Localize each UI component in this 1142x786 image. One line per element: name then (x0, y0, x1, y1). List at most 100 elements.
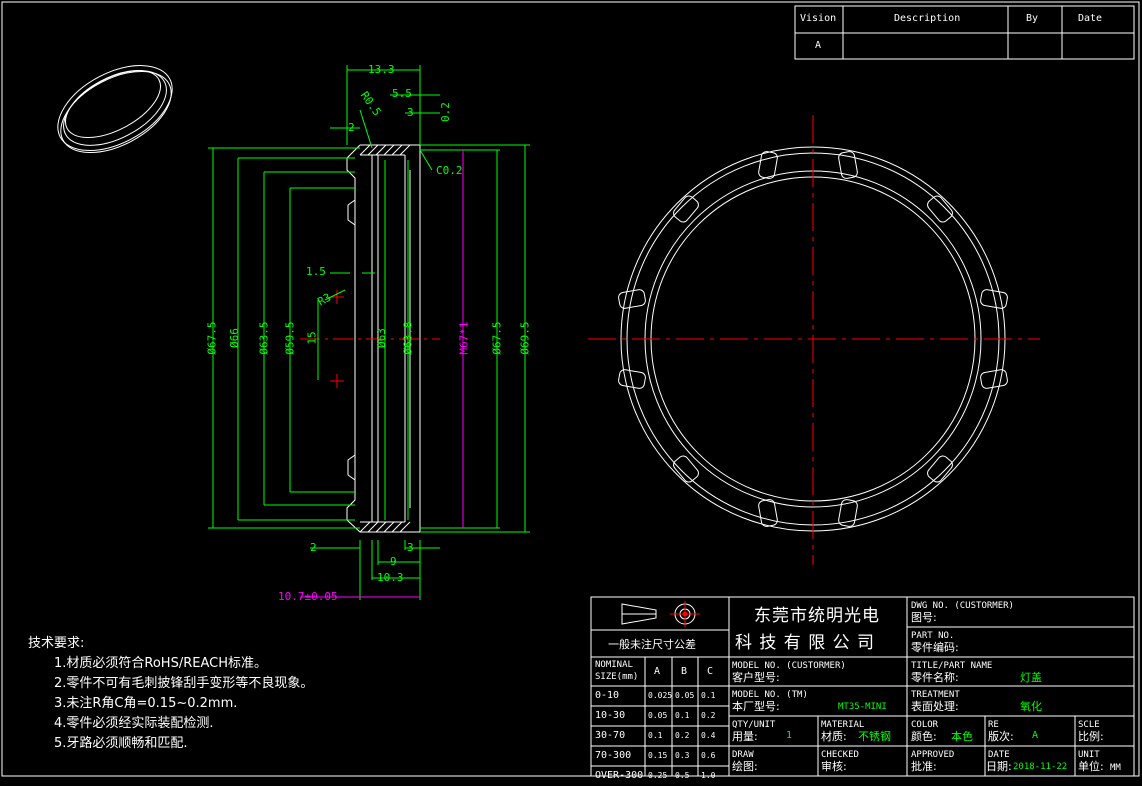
tol-row-size: 70-300 (595, 750, 632, 761)
technical-notes: 技术要求: 1.材质必须符合RoHS/REACH标准。 2.零件不可有毛刺披锋刮… (28, 634, 313, 754)
part-no-en: PART NO. (911, 631, 955, 641)
dim-dia-63-5: Ø63.5 (257, 321, 271, 355)
tol-row-value: 0.5 (675, 771, 690, 780)
approved-cn: 批准: (911, 760, 937, 773)
dim-10-3: 10.3 (377, 571, 404, 584)
front-notches (618, 151, 1008, 527)
side-view (300, 144, 440, 533)
dim-10-7: 10.7±0.05 (278, 590, 338, 603)
draw-en: DRAW (732, 750, 754, 760)
notes-title: 技术要求: (28, 636, 85, 651)
model-tm-cn: 本厂型号: (732, 700, 780, 713)
tol-header-b: B (681, 666, 688, 677)
tol-row-value: 0.15 (648, 751, 668, 760)
tol-header-c: C (707, 666, 714, 677)
dim-3-top: 3 (407, 106, 414, 119)
title-cn: 零件名称: (911, 671, 959, 684)
draw-cn: 绘图: (732, 760, 758, 773)
material-value: 不锈钢 (858, 730, 891, 743)
tol-row-value: 0.3 (675, 751, 690, 760)
qty-value: 1 (786, 730, 793, 741)
dim-5-5: 5.5 (392, 87, 412, 100)
rev-row-vision: A (815, 40, 822, 51)
treatment-cn: 表面处理: (911, 700, 959, 713)
re-cn: 版次: (988, 730, 1014, 743)
rev-header-date: Date (1078, 13, 1103, 24)
dim-dia-59-5: Ø59.5 (283, 321, 297, 355)
tol-row-value: 0.6 (701, 751, 716, 760)
dim-dia-67-5-left: Ø67.5 (205, 321, 219, 355)
dim-dia-63: Ø63 (374, 328, 388, 348)
isometric-ring (57, 65, 173, 154)
rev-header-description: Description (894, 13, 961, 24)
title-block (590, 596, 1135, 777)
unit-en: UNIT (1078, 750, 1100, 760)
dwg-no-en: DWG NO. (CUSTORMER) (911, 601, 1014, 611)
color-en: COLOR (911, 720, 939, 730)
rev-header-by: By (1026, 13, 1039, 24)
re-en: RE (988, 720, 999, 730)
tolerance-title: 一般未注尺寸公差 (608, 638, 696, 651)
note-item: 3.未注R角C角=0.15~0.2mm. (54, 696, 238, 711)
material-cn: 材质: (821, 730, 847, 743)
tol-row-value: 0.1 (648, 731, 663, 740)
re-value: A (1032, 730, 1039, 741)
tol-header-size: SIZE(mm) (595, 672, 639, 682)
qty-cn: 用量: (732, 730, 758, 743)
dim-dia-67-5-right: Ø67.5 (490, 321, 504, 355)
dim-c0-2: C0.2 (436, 164, 463, 177)
tol-row-size: 30-70 (595, 730, 626, 741)
tol-row-value: 1.0 (701, 771, 716, 780)
revision-table (794, 5, 1135, 60)
dim-15: 15 (305, 331, 319, 345)
note-item: 2.零件不可有毛刺披锋刮手变形等不良现象。 (54, 676, 314, 691)
dim-dia-69-5: Ø69.5 (518, 321, 532, 355)
approved-en: APPROVED (911, 750, 955, 760)
note-item: 1.材质必须符合RoHS/REACH标准。 (54, 656, 267, 671)
dim-0-2: 0.2 (438, 102, 452, 122)
tol-row-value: 0.25 (648, 771, 668, 780)
dim-3-bottom: 3 (407, 541, 414, 554)
tol-row-value: 0.05 (648, 711, 668, 720)
model-tm-value: MT35-MINI (838, 702, 887, 712)
title-value: 灯盖 (1020, 671, 1042, 684)
note-item: 5.牙路必须顺畅和匹配. (54, 736, 188, 751)
dim-1-5: 1.5 (306, 265, 326, 278)
tol-row-size: 0-10 (595, 690, 620, 701)
material-en: MATERIAL (821, 720, 865, 730)
tol-row-value: 0.4 (701, 731, 716, 740)
dim-2-bottom: 2 (310, 541, 317, 554)
qty-en: QTY/UNIT (732, 720, 776, 730)
treatment-value: 氧化 (1020, 700, 1042, 713)
dim-dia-63-8: Ø63.8 (401, 321, 415, 355)
title-en: TITLE/PART NAME (911, 661, 993, 671)
tol-row-value: 0.05 (675, 691, 695, 700)
dwg-no-cn: 图号: (911, 611, 937, 624)
tol-header-nominal: NOMINAL (595, 660, 633, 670)
dim-2-top: 2 (348, 121, 355, 134)
tol-row-value: 0.1 (701, 691, 716, 700)
treatment-en: TREATMENT (911, 690, 960, 700)
company-name-line2: 科 技 有 限 公 司 (735, 633, 876, 653)
color-value: 本色 (951, 730, 973, 743)
dim-9: 9 (390, 555, 397, 568)
dim-13-3: 13.3 (368, 63, 395, 76)
tol-row-value: 0.2 (701, 711, 716, 720)
part-no-cn: 零件编码: (911, 641, 959, 654)
note-item: 4.零件必须经实际装配检测. (54, 716, 214, 731)
unit-cn: 单位: (1078, 760, 1104, 773)
color-cn: 颜色: (911, 730, 937, 743)
tol-row-value: 0.1 (675, 711, 690, 720)
date-en: DATE (988, 750, 1010, 760)
tol-row-size: OVER-300 (595, 770, 644, 781)
front-view (588, 115, 1040, 565)
date-value: 2018-11-22 (1013, 762, 1068, 772)
dim-m67-1: M67*1 (457, 321, 471, 355)
scale-cn: 比例: (1078, 730, 1104, 743)
company-name-line1: 东莞市统明光电 (754, 606, 880, 626)
model-cust-en: MODEL NO. (CUSTORMER) (732, 661, 846, 671)
checked-en: CHECKED (821, 750, 859, 760)
dimension-lines (208, 65, 530, 600)
